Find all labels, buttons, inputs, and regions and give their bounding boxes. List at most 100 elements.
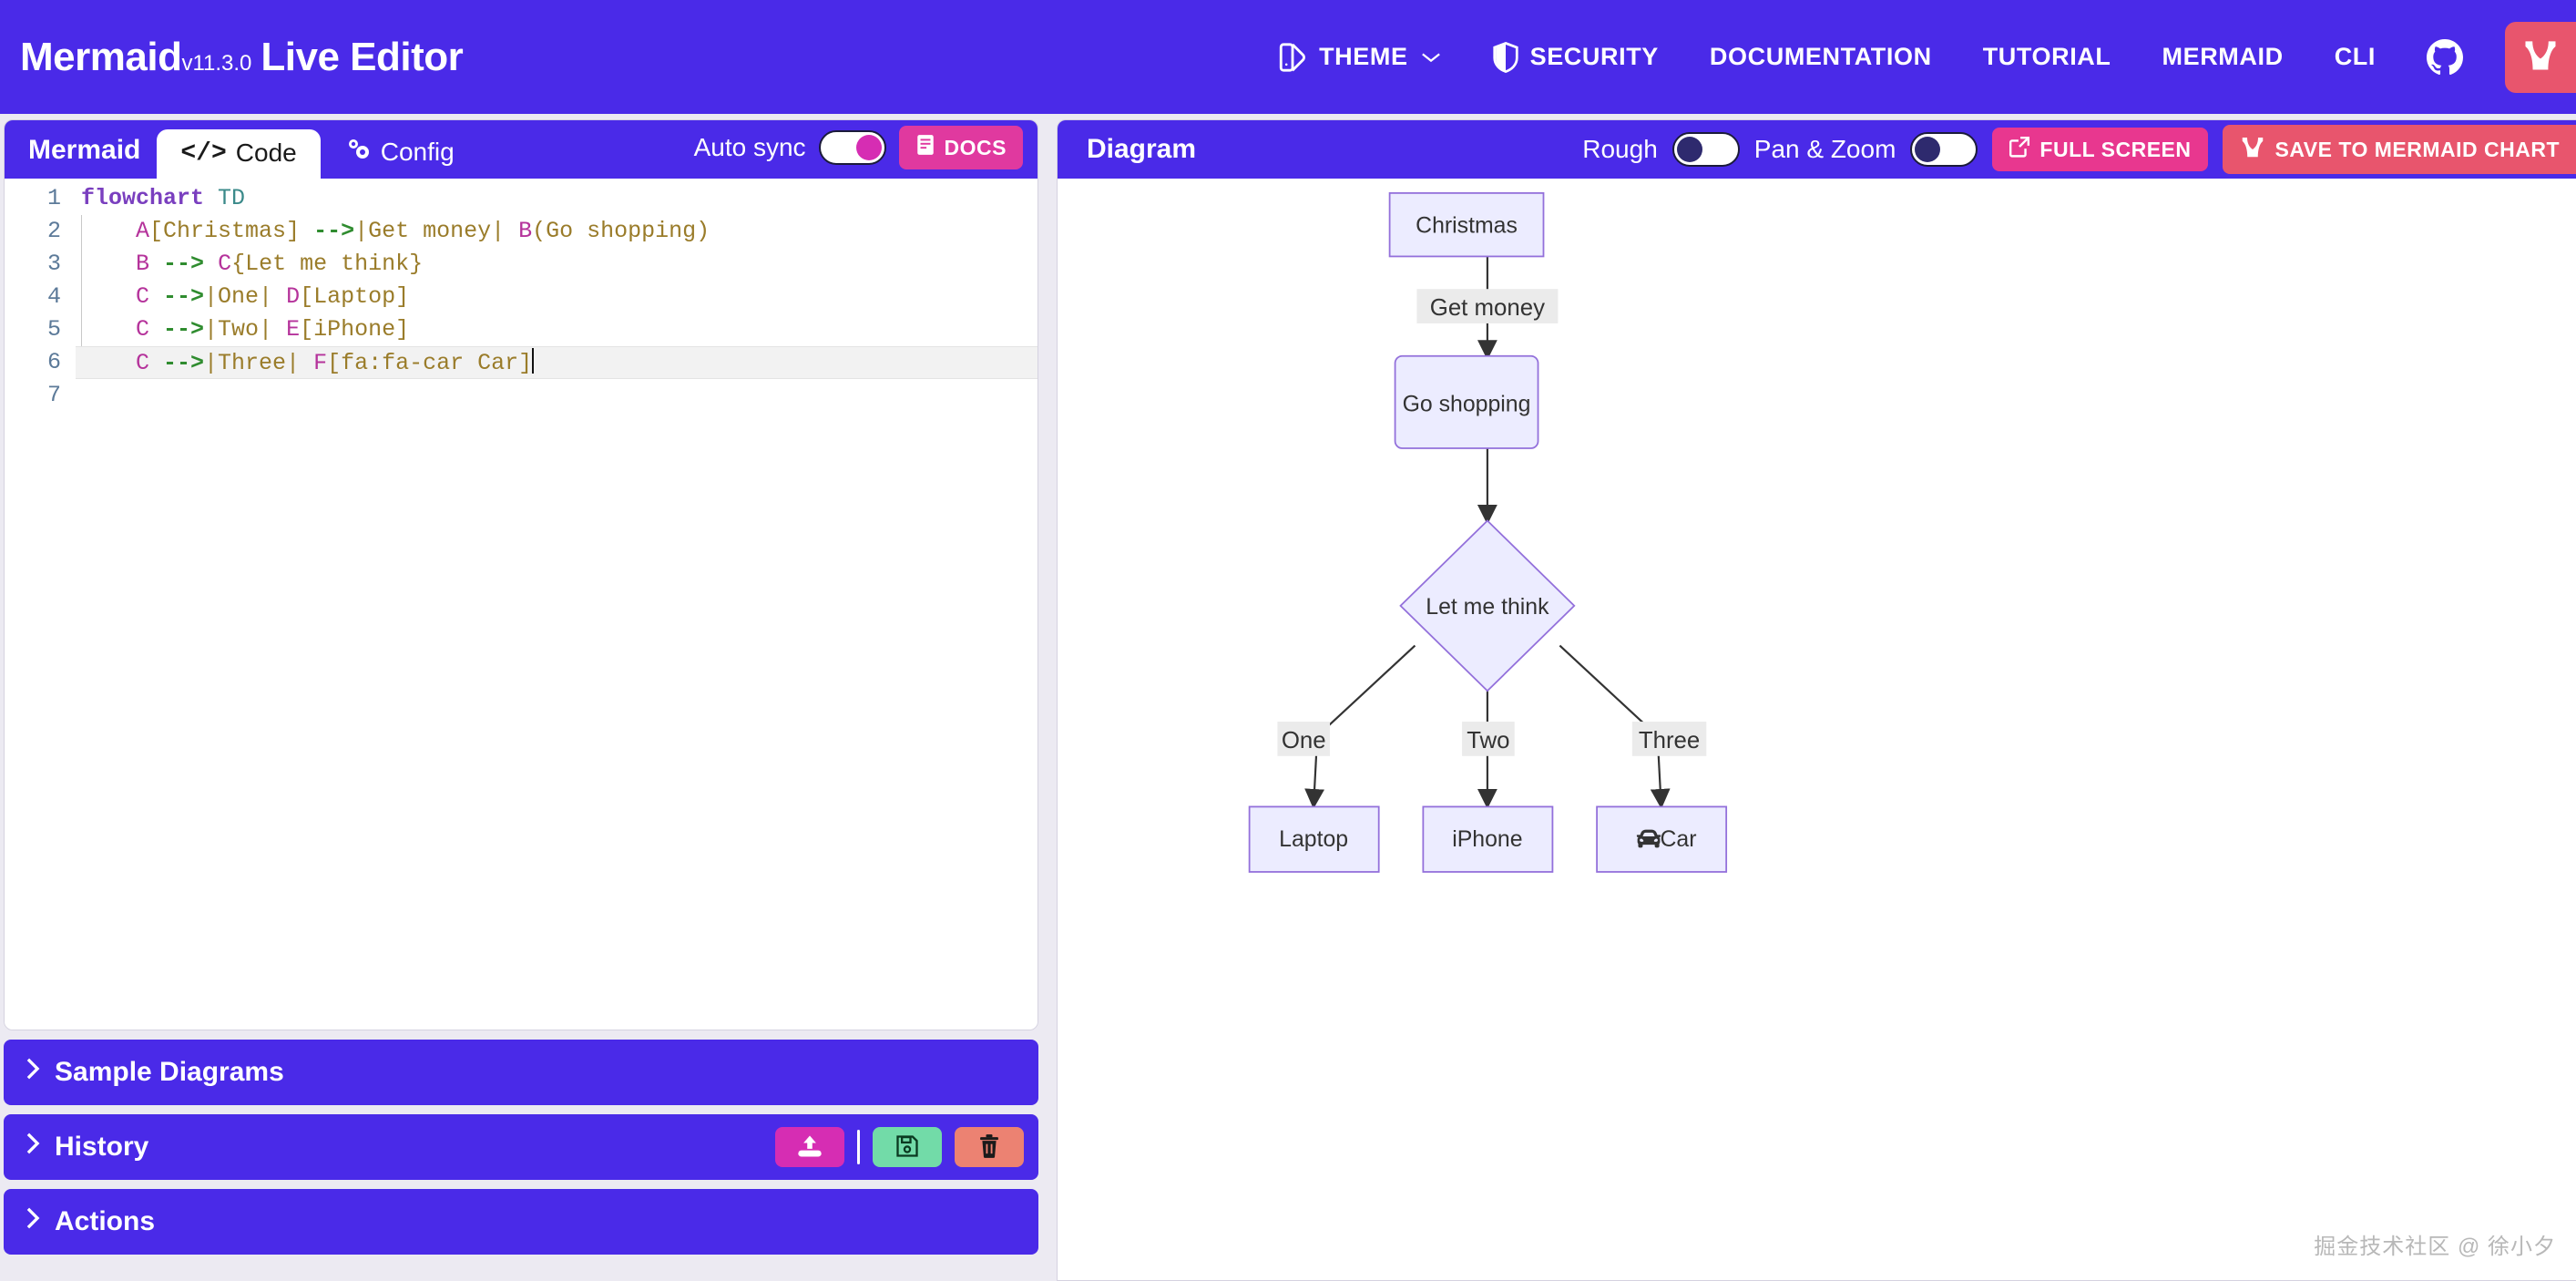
code-token: B bbox=[518, 218, 533, 244]
nav-item-theme[interactable]: THEME bbox=[1252, 0, 1467, 114]
pan-zoom-toggle[interactable] bbox=[1910, 132, 1978, 167]
mermaid-chart-logo-icon bbox=[2239, 133, 2266, 166]
nav-item-theme-label: THEME bbox=[1319, 43, 1408, 70]
upload-history-button[interactable] bbox=[775, 1127, 844, 1167]
full-screen-button[interactable]: FULL SCREEN bbox=[1992, 128, 2208, 171]
external-link-icon bbox=[2009, 136, 2030, 163]
panel-history-label: History bbox=[55, 1132, 149, 1162]
code-token: --> bbox=[313, 218, 355, 244]
chevron-right-icon bbox=[24, 1131, 42, 1163]
text-cursor bbox=[532, 348, 535, 374]
code-line[interactable]: A[Christmas] -->|Get money| B(Go shoppin… bbox=[76, 215, 1038, 248]
nav-item-github[interactable] bbox=[2401, 0, 2489, 114]
code-line[interactable]: B --> C{Let me think} bbox=[76, 248, 1038, 281]
code-token: (Go shopping) bbox=[532, 218, 710, 244]
line-number: 7 bbox=[46, 382, 61, 408]
code-token: --> bbox=[163, 350, 205, 376]
node-christmas[interactable]: Christmas bbox=[1388, 192, 1545, 258]
trash-icon bbox=[977, 1133, 1001, 1162]
node-let-me-think-label: Let me think bbox=[1426, 595, 1549, 620]
nav-item-security[interactable]: SECURITY bbox=[1467, 0, 1684, 114]
code-token bbox=[204, 251, 218, 277]
chevron-down-icon bbox=[1421, 51, 1441, 64]
node-laptop[interactable]: Laptop bbox=[1248, 805, 1380, 873]
code-brackets-icon: </> bbox=[180, 138, 227, 168]
line-number: 5 bbox=[46, 316, 61, 343]
editor-title: Mermaid bbox=[28, 135, 141, 165]
brand-suffix: Live Editor bbox=[261, 34, 464, 79]
delete-history-button[interactable] bbox=[955, 1127, 1024, 1167]
shield-icon bbox=[1492, 41, 1519, 74]
code-line[interactable] bbox=[76, 379, 1038, 412]
code-line[interactable]: C -->|Two| E[iPhone] bbox=[76, 313, 1038, 346]
code-lines[interactable]: flowchart TD A[Christmas] -->|Get money|… bbox=[76, 182, 1038, 1030]
code-token bbox=[81, 316, 136, 343]
full-screen-button-label: FULL SCREEN bbox=[2039, 137, 2192, 161]
rough-toggle[interactable] bbox=[1671, 132, 1740, 167]
tab-config[interactable]: Config bbox=[321, 127, 478, 179]
code-token bbox=[81, 283, 136, 310]
nav-item-tutorial[interactable]: TUTORIAL bbox=[1958, 0, 2137, 114]
node-let-me-think[interactable]: Let me think bbox=[1399, 519, 1576, 692]
nav-item-cli[interactable]: CLI bbox=[2309, 0, 2401, 114]
panel-history[interactable]: History bbox=[4, 1114, 1038, 1180]
code-token: --> bbox=[163, 316, 205, 343]
node-go-shopping[interactable]: Go shopping bbox=[1394, 354, 1539, 449]
indent-guide bbox=[81, 215, 82, 379]
brand-name: Mermaid bbox=[20, 34, 182, 79]
chevron-right-icon bbox=[24, 1205, 42, 1238]
line-number: 3 bbox=[46, 251, 61, 277]
save-to-mermaid-chart-label: SAVE TO MERMAID CHART bbox=[2274, 137, 2560, 161]
code-token: C bbox=[136, 283, 164, 310]
github-icon bbox=[2427, 38, 2463, 76]
brand-version: v11.3.0 bbox=[181, 50, 252, 76]
code-line[interactable]: C -->|Three| F[fa:fa-car Car] bbox=[76, 346, 1038, 379]
nav-item-documentation-label: DOCUMENTATION bbox=[1709, 43, 1932, 70]
panel-sample-diagrams-label: Sample Diagrams bbox=[55, 1057, 284, 1087]
flowchart-svg[interactable]: Christmas Go shopping Let me think Lapto… bbox=[1058, 179, 2576, 1280]
cloud-upload-icon bbox=[796, 1134, 823, 1161]
code-line[interactable]: flowchart TD bbox=[76, 182, 1038, 215]
code-token: D bbox=[286, 283, 301, 310]
mermaid-chart-logo-button[interactable] bbox=[2505, 21, 2576, 93]
nav-item-tutorial-label: TUTORIAL bbox=[1982, 43, 2111, 70]
code-token bbox=[81, 350, 136, 376]
tab-code[interactable]: </> Code bbox=[157, 129, 321, 179]
nav-item-security-label: SECURITY bbox=[1529, 43, 1659, 70]
code-token: C bbox=[136, 316, 164, 343]
panel-actions[interactable]: Actions bbox=[4, 1189, 1038, 1255]
svg-text:Two: Two bbox=[1467, 728, 1509, 753]
docs-button[interactable]: DOCS bbox=[898, 126, 1023, 169]
line-number: 2 bbox=[46, 218, 61, 244]
pane-splitter[interactable] bbox=[1046, 114, 1057, 1281]
editor-card: Mermaid </> Code Config Auto sync bbox=[4, 119, 1038, 1030]
save-history-button[interactable] bbox=[873, 1127, 942, 1167]
code-token bbox=[81, 218, 136, 244]
code-token: flowchart bbox=[81, 185, 219, 211]
theme-palette-icon bbox=[1277, 41, 1308, 74]
node-christmas-label: Christmas bbox=[1416, 214, 1518, 239]
nav-item-documentation[interactable]: DOCUMENTATION bbox=[1684, 0, 1958, 114]
diagram-card: Diagram Rough Pan & Zoom FULL SCR bbox=[1057, 119, 2576, 1281]
code-token: |Three| bbox=[204, 350, 314, 376]
nav-item-mermaid[interactable]: MERMAID bbox=[2137, 0, 2309, 114]
diagram-canvas[interactable]: Christmas Go shopping Let me think Lapto… bbox=[1058, 179, 2576, 1280]
node-iphone-label: iPhone bbox=[1452, 827, 1522, 852]
nav-links: THEME SECURITY DOCUMENTATION TUTORIAL ME… bbox=[1252, 0, 2576, 114]
mermaid-chart-logo-icon bbox=[2520, 35, 2561, 79]
code-line[interactable]: C -->|One| D[Laptop] bbox=[76, 281, 1038, 313]
auto-sync-toggle[interactable] bbox=[818, 130, 886, 165]
nav-item-cli-label: CLI bbox=[2334, 43, 2376, 70]
node-go-shopping-label: Go shopping bbox=[1403, 392, 1531, 416]
node-iphone[interactable]: iPhone bbox=[1422, 805, 1554, 873]
code-token: F bbox=[313, 350, 328, 376]
chevron-right-icon bbox=[24, 1056, 42, 1089]
svg-text:Three: Three bbox=[1639, 728, 1700, 753]
save-to-mermaid-chart-button[interactable]: SAVE TO MERMAID CHART bbox=[2222, 125, 2576, 174]
panel-sample-diagrams[interactable]: Sample Diagrams bbox=[4, 1040, 1038, 1105]
node-car[interactable]: Car bbox=[1596, 805, 1728, 873]
diagram-title: Diagram bbox=[1087, 134, 1197, 164]
code-token: TD bbox=[218, 185, 246, 211]
